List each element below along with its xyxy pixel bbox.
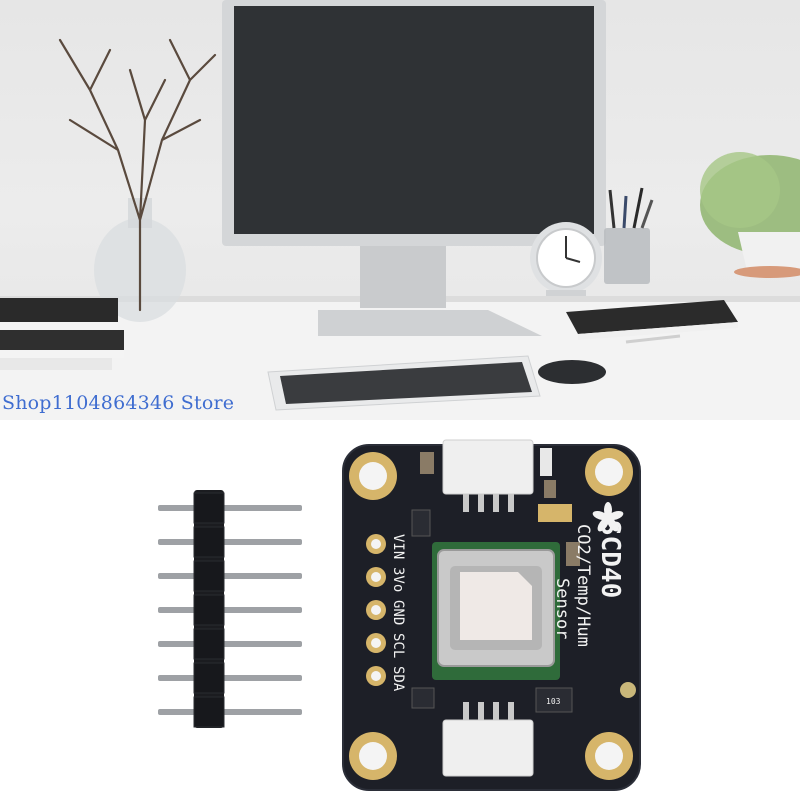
header-pin-segment [193,492,225,524]
pin-pad-hole [371,605,381,615]
header-pin-segment [193,662,225,694]
header-pin [158,709,302,715]
vase-with-branches [58,38,217,322]
header-pin-segment [193,526,225,558]
smd-led [540,448,552,476]
pin-pad-hole [371,638,381,648]
header-pin-strip [158,490,302,728]
header-pin [158,607,302,613]
computer-monitor [222,0,606,336]
pin-label-sda: SDA [390,666,406,692]
pin-label-3vo: 3Vo [390,567,406,592]
pin-pad-hole [371,572,381,582]
header-pin-segment [193,560,225,592]
solder-pad [620,682,636,698]
header-pin-segment [193,628,225,660]
resistor-code: 103 [546,697,561,706]
book-stack [0,298,124,370]
smd-transistor [411,509,431,537]
mounting-hole-bottom-left [349,732,397,780]
header-pin [158,641,302,647]
header-pins [158,492,302,728]
header-pin [158,505,302,511]
board-model-label: SCD40 [595,520,625,598]
pin-pad-hole [371,671,381,681]
pin-label-vin: VIN [390,534,406,559]
smd-resistor-array [535,687,573,713]
board-subtitle-line1: CO2/Temp/Hum [573,524,593,647]
pin-label-gnd: GND [390,600,406,625]
mounting-hole-top-right [585,448,633,496]
solder-jumper [538,504,572,522]
notebook [566,300,738,344]
smd-resistor [544,480,556,498]
smd-capacitor [420,452,434,474]
pin-label-scl: SCL [390,633,406,658]
mounting-hole-top-left [349,452,397,500]
desk-clock [530,222,602,296]
header-pin-segment [193,696,225,728]
mounting-hole-bottom-right [585,732,633,780]
product-illustration: 103 SCD40 CO2/Temp/Hum Sensor [158,439,641,791]
smd-regulator [411,687,435,709]
header-pin [158,675,302,681]
product-section: 103 SCD40 CO2/Temp/Hum Sensor [0,420,800,800]
header-pin [158,539,302,545]
header-pin [158,573,302,579]
header-pin-segment [193,594,225,626]
stemma-connector-top [442,439,534,512]
mouse [538,360,606,384]
pin-pad-hole [371,539,381,549]
store-watermark: Shop1104864346 Store [2,392,235,414]
pencil-cup [604,187,654,284]
sensor-breakout-board: 103 SCD40 CO2/Temp/Hum Sensor [342,439,641,791]
potted-plant [700,152,800,278]
desk-scene-photo [0,0,800,420]
keyboard [267,355,541,411]
board-subtitle-line2: Sensor [552,578,572,639]
flower-logo [592,502,624,532]
desk-scene-illustration [0,0,800,420]
scd40-sensor-module [432,542,580,680]
stemma-connector-bottom [442,702,534,777]
